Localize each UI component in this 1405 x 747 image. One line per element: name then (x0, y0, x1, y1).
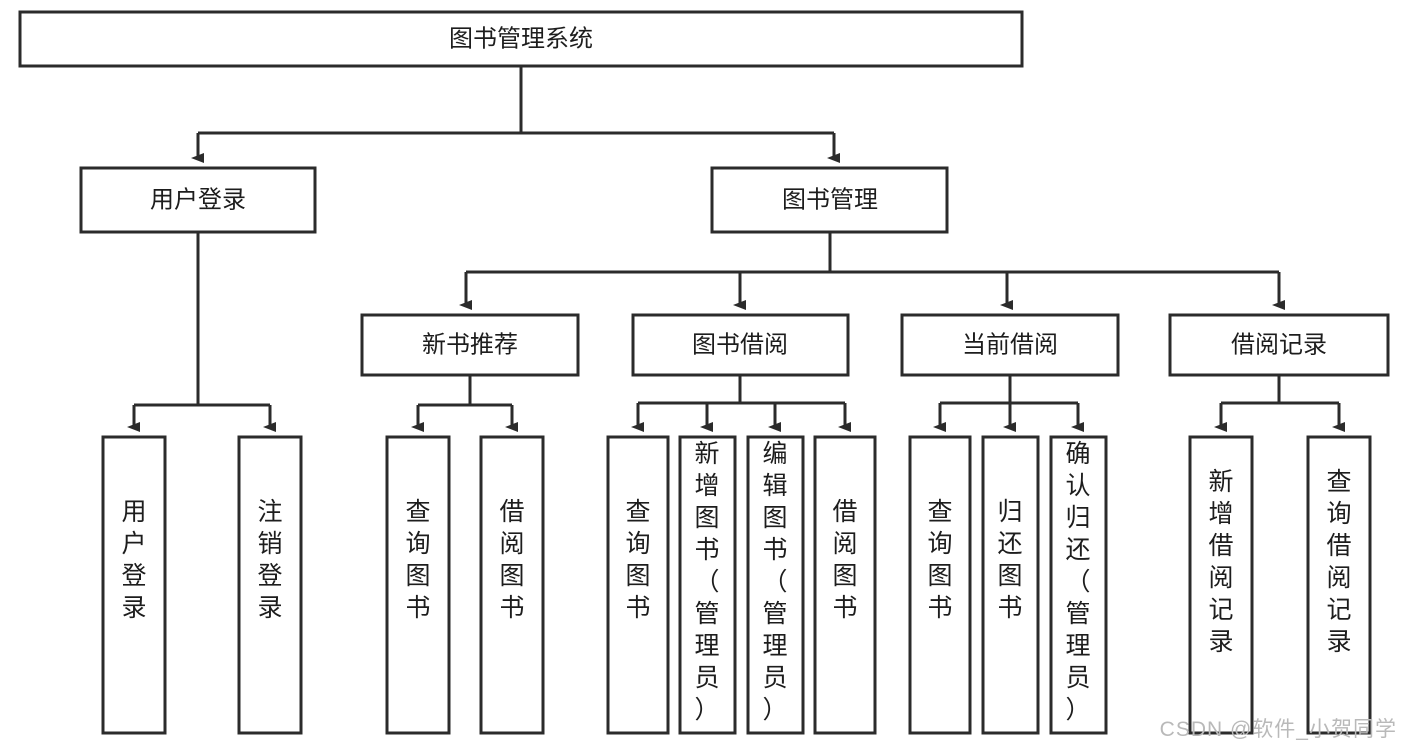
node-root[interactable]: 图书管理系统 (18, 10, 1024, 68)
node-root-label: 图书管理系统 (449, 25, 593, 52)
leaf-query-record-box[interactable] (1306, 435, 1372, 735)
leaf-query-book-1-box[interactable] (385, 435, 451, 735)
node-current-borrow-label: 当前借阅 (962, 331, 1058, 358)
leaf-return-book-label: 归还图书 (997, 498, 1022, 622)
leaf-query-book-1-label: 查询图书 (405, 498, 430, 622)
leaf-confirm-return-label: 确认归还（管理员） (1065, 440, 1090, 724)
csdn-watermark: CSDN @软件_小贺同学 (1159, 718, 1397, 741)
node-user-login[interactable]: 用户登录 (79, 166, 317, 234)
leaf-query-book-3[interactable]: 查询图书 (908, 435, 972, 735)
edges-book-borrow-to-leaves (631, 375, 851, 432)
leaf-edit-book-box[interactable] (746, 435, 805, 735)
leaf-logout-label: 注销登录 (257, 498, 282, 622)
leaf-borrow-book-1-box[interactable] (479, 435, 545, 735)
node-new-book-rec-label: 新书推荐 (422, 331, 518, 358)
leaf-borrow-book-2[interactable]: 借阅图书 (813, 435, 877, 735)
node-book-manage-label: 图书管理 (782, 186, 878, 213)
node-book-borrow-box[interactable] (631, 313, 850, 377)
edges-user-login-to-leaves (127, 232, 276, 432)
leaf-confirm-return[interactable]: 确认归还（管理员） (1049, 435, 1108, 735)
leaf-logout[interactable]: 注销登录 (237, 435, 303, 735)
leaf-query-book-3-box[interactable] (908, 435, 972, 735)
node-new-book-rec[interactable]: 新书推荐 (360, 313, 580, 377)
leaf-add-book-label: 新增图书（管理员） (694, 440, 719, 724)
node-user-login-box[interactable] (79, 166, 317, 234)
leaf-borrow-book-2-box[interactable] (813, 435, 877, 735)
leaf-query-book-2[interactable]: 查询图书 (606, 435, 670, 735)
leaf-edit-book-label: 编辑图书（管理员） (762, 440, 787, 724)
node-current-borrow[interactable]: 当前借阅 (900, 313, 1120, 377)
leaf-borrow-book-1[interactable]: 借阅图书 (479, 435, 545, 735)
leaf-add-book-box[interactable] (678, 435, 737, 735)
leaf-add-book[interactable]: 新增图书（管理员） (678, 435, 737, 735)
leaf-edit-book[interactable]: 编辑图书（管理员） (746, 435, 805, 735)
edges-borrow-record-to-leaves (1214, 375, 1345, 432)
node-borrow-record-box[interactable] (1168, 313, 1390, 377)
node-book-manage[interactable]: 图书管理 (710, 166, 949, 234)
leaf-query-book-2-box[interactable] (606, 435, 670, 735)
node-book-manage-box[interactable] (710, 166, 949, 234)
edges-current-borrow-to-leaves (933, 375, 1084, 432)
edges-new-book-rec-to-leaves (411, 375, 518, 432)
node-root-box[interactable] (18, 10, 1024, 68)
node-new-book-rec-box[interactable] (360, 313, 580, 377)
node-current-borrow-box[interactable] (900, 313, 1120, 377)
leaf-add-record-box[interactable] (1188, 435, 1254, 735)
leaf-query-record-label: 查询借阅记录 (1326, 468, 1351, 656)
leaf-logout-box[interactable] (237, 435, 303, 735)
leaf-user-login-box[interactable] (101, 435, 167, 735)
leaf-query-book-3-label: 查询图书 (927, 498, 952, 622)
edges-book-manage-to-level3 (459, 232, 1285, 310)
node-borrow-record[interactable]: 借阅记录 (1168, 313, 1390, 377)
node-book-borrow[interactable]: 图书借阅 (631, 313, 850, 377)
leaf-user-login[interactable]: 用户登录 (101, 435, 167, 735)
leaf-query-book-2-label: 查询图书 (625, 498, 650, 622)
leaf-add-record-label: 新增借阅记录 (1208, 468, 1233, 656)
leaf-return-book[interactable]: 归还图书 (981, 435, 1040, 735)
edges-root-to-level2 (191, 66, 840, 163)
node-book-borrow-label: 图书借阅 (692, 331, 788, 358)
leaf-user-login-label: 用户登录 (121, 498, 146, 622)
node-user-login-label: 用户登录 (150, 186, 246, 213)
leaf-add-record[interactable]: 新增借阅记录 (1188, 435, 1254, 735)
leaf-borrow-book-2-label: 借阅图书 (832, 498, 857, 622)
node-borrow-record-label: 借阅记录 (1231, 331, 1327, 358)
leaf-query-book-1[interactable]: 查询图书 (385, 435, 451, 735)
leaf-confirm-return-box[interactable] (1049, 435, 1108, 735)
leaf-return-book-box[interactable] (981, 435, 1040, 735)
leaf-borrow-book-1-label: 借阅图书 (499, 498, 524, 622)
leaf-query-record[interactable]: 查询借阅记录 (1306, 435, 1372, 735)
